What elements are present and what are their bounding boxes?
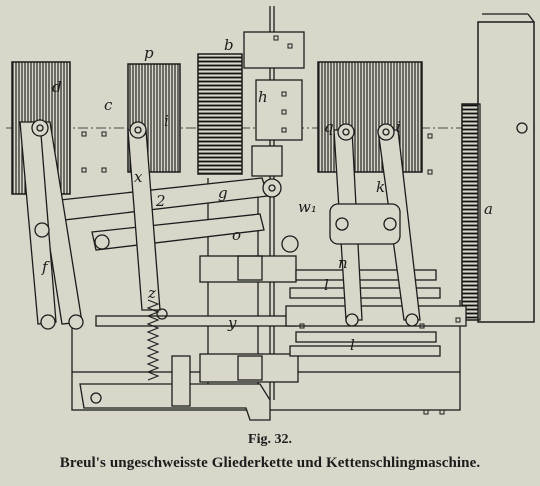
figure-caption: Breul's ungeschweisste Gliederkette und … <box>59 455 481 471</box>
label-o: o <box>232 226 241 244</box>
label-l-lower: l <box>350 336 355 354</box>
label-d: d <box>52 78 62 96</box>
label-k: k <box>376 178 385 196</box>
large-wheel-a <box>461 13 535 323</box>
label-l-upper: l <box>324 276 329 294</box>
label-f: f <box>41 258 50 276</box>
label-a: a <box>484 200 493 218</box>
label-c: c <box>104 96 113 114</box>
label-g: g <box>218 184 228 202</box>
pivots <box>31 119 528 330</box>
figure-number: Fig. 32. <box>0 432 540 448</box>
label-i-left: i <box>164 112 169 130</box>
centre-drum-b <box>197 53 243 175</box>
label-x: x <box>134 168 143 186</box>
label-b: b <box>224 36 234 54</box>
label-h: h <box>258 88 268 106</box>
figure-number-value: 32. <box>274 432 292 447</box>
label-p: p <box>144 44 154 62</box>
label-q: q <box>324 118 334 136</box>
label-w: w₁ <box>298 198 317 216</box>
machine-drawing: a b c d f g h i i k l l o p q w₁ x y z n… <box>6 6 535 421</box>
figure-number-label: Fig. <box>248 432 271 447</box>
label-z: z <box>147 284 156 302</box>
label-n: n <box>338 254 348 272</box>
label-i-right: i <box>396 118 401 136</box>
label-2: 2 <box>155 192 166 210</box>
central-spindle <box>243 6 305 400</box>
spring-z <box>146 299 160 381</box>
slide-bars-l <box>285 269 467 357</box>
right-drums-q <box>317 61 423 173</box>
label-y: y <box>227 314 237 332</box>
